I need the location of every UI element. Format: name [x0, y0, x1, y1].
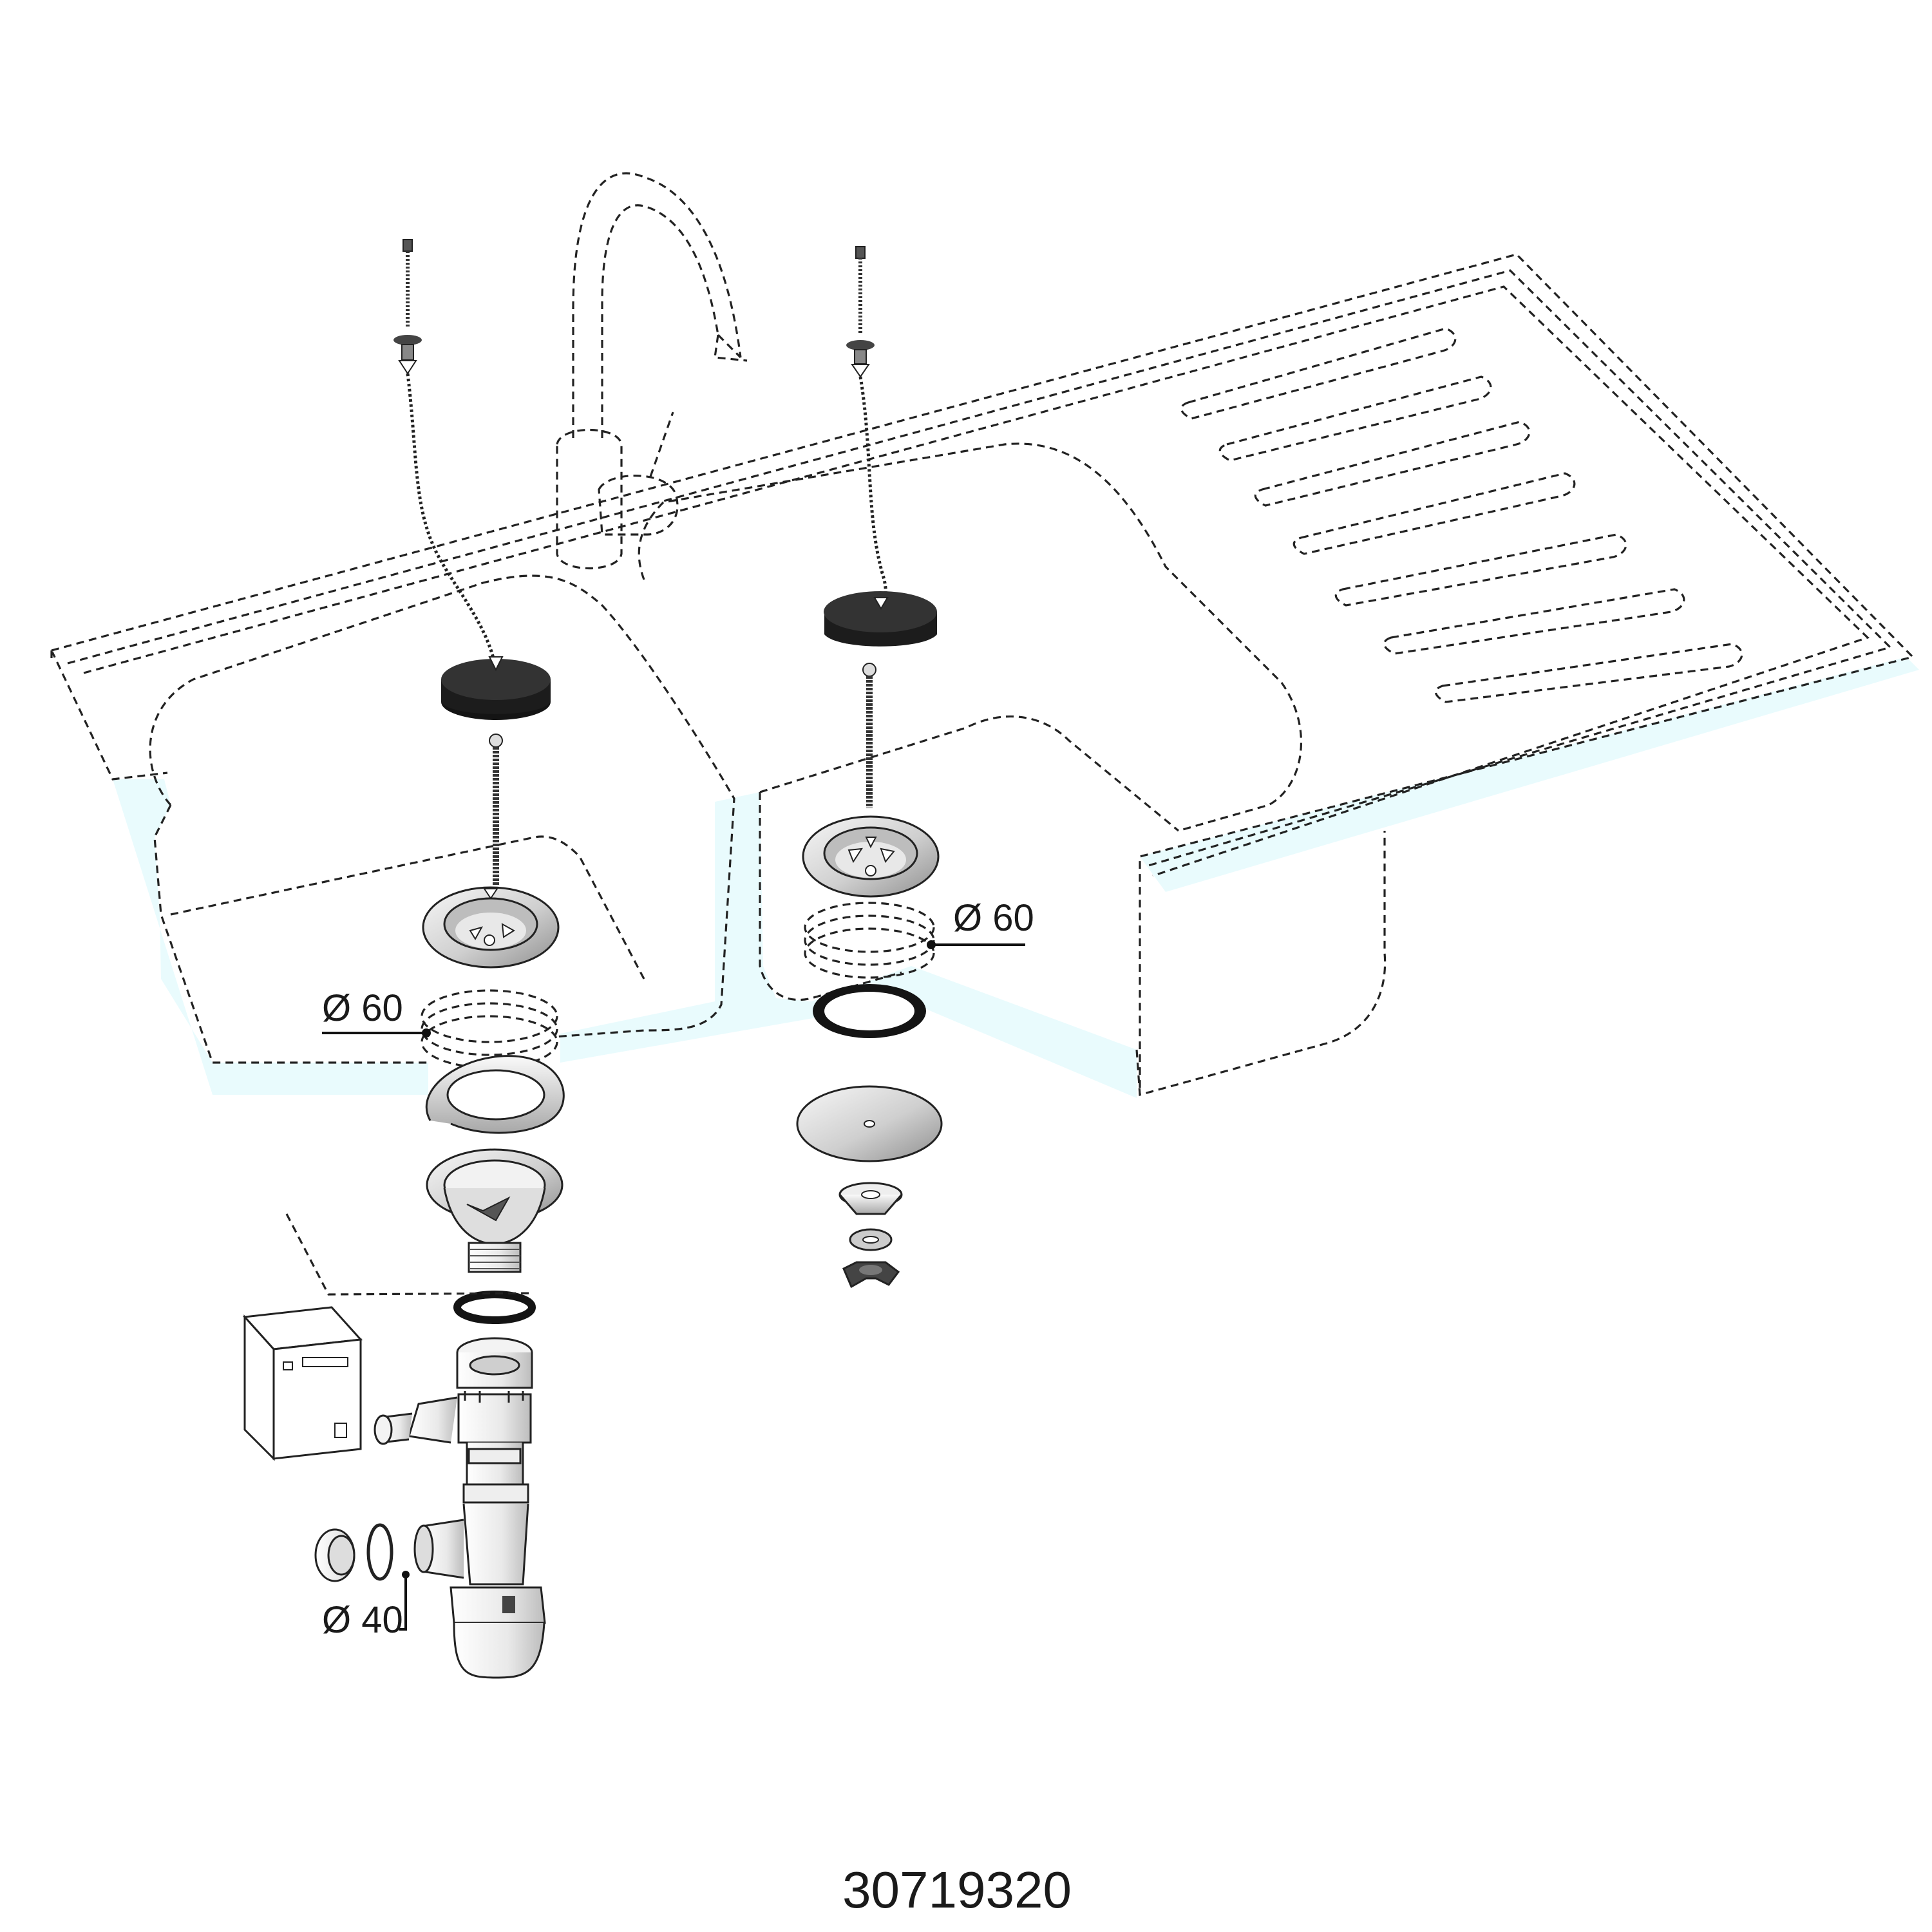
right-bowl: [638, 442, 1387, 1097]
product-code: 30719320: [842, 1861, 1072, 1918]
right-sink-hole: [804, 902, 935, 979]
sink-outline: [50, 253, 1919, 1098]
faucet-body: [556, 429, 623, 569]
left-chain: [406, 373, 498, 670]
sink-front-face-left: [113, 779, 428, 1095]
left-chain-anchor: [393, 239, 422, 375]
right-chain-anchor: [846, 246, 875, 378]
drainer-rib-4: [1293, 472, 1576, 555]
sink-rim-outer: [50, 253, 1915, 1095]
left-plug-stopper: [441, 656, 551, 720]
right-chain: [858, 376, 888, 603]
sink-rim-inner1: [67, 269, 1893, 867]
left-o-ring: [453, 1291, 536, 1324]
drainer-rib-6: [1383, 588, 1685, 655]
right-flat-washer: [849, 1228, 893, 1251]
trap-dim-leader: [399, 1575, 407, 1631]
drainer-rib-5: [1334, 533, 1627, 607]
right-waste-assembly: [796, 246, 1025, 1289]
right-strainer-flange: [802, 815, 940, 898]
right-backing-plate: [796, 1085, 943, 1162]
dim-label-right: Ø 60: [953, 897, 1034, 939]
faucet-outline: [556, 172, 748, 569]
left-flange-washer: [425, 1055, 565, 1134]
trap-outlet-nut: [314, 1528, 355, 1582]
right-rubber-gasket: [813, 984, 926, 1038]
drainer-rib-2: [1218, 375, 1492, 462]
right-cone-washer: [838, 1182, 903, 1215]
right-plug-stopper: [824, 591, 937, 647]
left-strainer-flange: [422, 886, 560, 969]
sink-front-face-right: [1140, 657, 1919, 892]
drainer-rib-3: [1254, 421, 1531, 507]
washing-machine-icon: [242, 1213, 534, 1461]
drainer-rib-1: [1180, 327, 1457, 420]
right-plug-rod: [862, 663, 876, 808]
faucet-spout: [572, 172, 748, 438]
bottle-trap: [374, 1337, 546, 1679]
dim-label-left: Ø 60: [322, 987, 403, 1029]
trap-outlet-washer: [366, 1523, 393, 1581]
faucet-handle: [598, 412, 679, 536]
left-waste-assembly: [322, 239, 565, 1324]
left-sink-hole: [421, 989, 558, 1069]
dim-label-trap: Ø 40: [322, 1599, 403, 1641]
drainer-rib-7: [1434, 643, 1743, 703]
right-wing-nut: [842, 1261, 900, 1289]
sink-rim-inner2: [83, 285, 1870, 877]
left-basket-body: [426, 1148, 564, 1273]
left-bowl: [149, 574, 735, 1064]
left-plug-rod: [489, 734, 503, 886]
